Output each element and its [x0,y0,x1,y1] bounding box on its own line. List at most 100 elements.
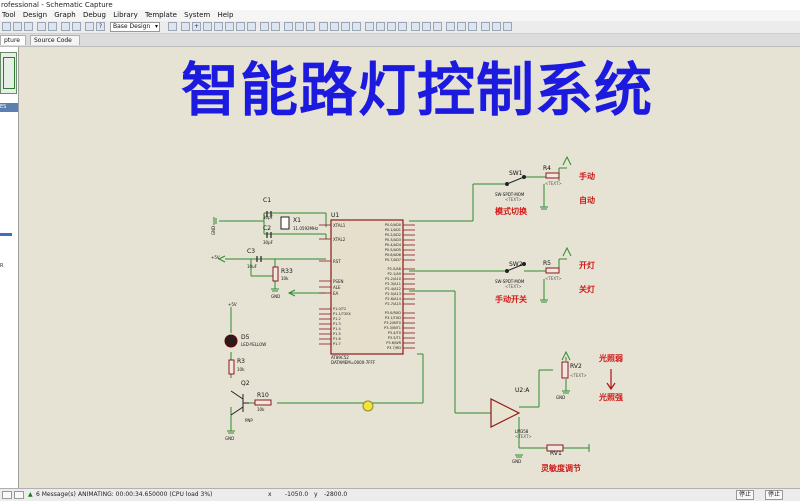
r3-value: 10k [237,367,245,372]
design-select[interactable]: Base Design ▾ [110,22,160,32]
redo-icon[interactable] [271,22,280,31]
bom-icon[interactable] [481,22,490,31]
menu-template[interactable]: Template [144,11,177,19]
pin-p14: P1.4 [333,327,341,331]
package-icon[interactable] [387,22,396,31]
block-move-icon[interactable] [330,22,339,31]
zoom-out-icon[interactable] [214,22,223,31]
r33-ref: R33 [281,268,293,275]
pan-icon[interactable]: + [192,22,201,31]
label-mode-switch: 模式切换 [495,207,527,216]
block-rotate-icon[interactable] [341,22,350,31]
pick-device-icon[interactable] [365,22,374,31]
new-icon[interactable] [2,22,11,31]
property-icon[interactable] [433,22,442,31]
menu-library[interactable]: Library [113,11,138,19]
pin-p33: P3.3/INT1 [384,326,401,330]
vcc-label-led: +5V [228,302,237,307]
decompose-icon[interactable] [398,22,407,31]
play-button[interactable] [2,491,12,499]
message-count[interactable]: 6 Message(s) [36,491,76,498]
q2-ref: Q2 [241,380,250,387]
copy-icon[interactable] [295,22,304,31]
erc-icon[interactable] [492,22,501,31]
zoom-area-icon[interactable] [236,22,245,31]
gnd-label-q2: GND [225,436,235,441]
device-list-selection[interactable] [0,233,12,236]
r5-ref: R5 [543,260,551,267]
grid-icon[interactable] [168,22,177,31]
u2-text: <TEXT> [515,434,532,439]
menu-system[interactable]: System [184,11,211,19]
zoom-in-icon[interactable] [203,22,212,31]
pin-p10: P1.0/T2 [333,307,347,311]
import-icon[interactable] [37,22,46,31]
u2-name: LM358 [515,429,529,434]
overview-window[interactable] [0,52,17,94]
overview-viewport[interactable] [3,57,15,89]
block-delete-icon[interactable] [352,22,361,31]
schematic-labels: SW1 SW-SPDT-MOM <TEXT> R4 <TEXT> 手动 自动 模… [19,47,800,488]
menu-tool[interactable]: Tool [2,11,16,19]
device-panel-header[interactable]: ES [0,103,18,112]
origin-icon[interactable] [181,22,190,31]
pin-p31: P3.1/TXD [384,316,401,320]
tab-schematic-capture[interactable]: pture [0,35,26,45]
pin-p04: P0.4/AD4 [384,243,401,247]
stop-button-1[interactable]: 停止 [736,490,755,500]
schematic-canvas[interactable]: 智能路灯控制系统 [19,47,800,488]
r10-ref: R10 [257,392,269,399]
animating-status: ANIMATING: 00:00:34.650000 (CPU load 3%) [78,491,213,498]
pin-p26: P2.6/A14 [385,297,401,301]
export-icon[interactable] [48,22,57,31]
pin-p27: P2.7/A15 [385,302,401,306]
pin-p15: P1.5 [333,332,341,336]
r33-value: 10k [281,276,289,281]
pin-xtal1: XTAL1 [333,223,346,228]
netlist-icon[interactable] [503,22,512,31]
c1-ref: C1 [263,197,272,204]
pins-p1: P1.0/T2 P1.1/T2EX P1.2 P1.3 P1.4 P1.5 P1… [333,307,351,347]
switches [505,175,526,273]
pin-p01: P0.1/AD1 [384,228,401,232]
power-markers [213,155,590,458]
q2-type: PNP [245,418,253,423]
undo-icon[interactable] [260,22,269,31]
label-light-weak: 光照弱 [599,354,623,363]
zoom-all-icon[interactable] [225,22,234,31]
stop-label-2: 停止 [768,491,781,498]
home-icon[interactable] [85,22,94,31]
cut-icon[interactable] [284,22,293,31]
stop-label-1: 停止 [739,491,752,498]
stop-button-2[interactable]: 停止 [765,490,784,500]
block-copy-icon[interactable] [319,22,328,31]
print-icon[interactable] [61,22,70,31]
make-device-icon[interactable] [376,22,385,31]
tab-label: pture [4,37,20,44]
menu-debug[interactable]: Debug [82,11,106,19]
exit-sheet-icon[interactable] [468,22,477,31]
pin-p32: P3.2/INT0 [384,321,401,325]
title-bar: rofessional - Schematic Capture [0,0,800,10]
menu-graph[interactable]: Graph [54,11,76,19]
menu-help[interactable]: Help [217,11,234,19]
wire-autoroute-icon[interactable] [411,22,420,31]
remove-sheet-icon[interactable] [457,22,466,31]
toolbar: ? Base Design ▾ + [0,21,800,34]
new-sheet-icon[interactable] [446,22,455,31]
step-button[interactable] [14,491,24,499]
gnd-label-xtal: GND [211,225,217,236]
save-icon[interactable] [24,22,33,31]
d5-ref: D5 [241,334,250,341]
gnd-label-reset: GND [271,294,281,299]
sw1-ref: SW1 [509,170,523,177]
open-icon[interactable] [13,22,22,31]
mcu-pins [319,224,415,349]
search-icon[interactable] [422,22,431,31]
tab-source-code[interactable]: Source Code [30,35,80,45]
help-icon[interactable]: ? [96,22,105,31]
zoom-fit-icon[interactable] [247,22,256,31]
paste-icon[interactable] [306,22,315,31]
menu-design[interactable]: Design [22,11,48,19]
area-icon[interactable] [72,22,81,31]
